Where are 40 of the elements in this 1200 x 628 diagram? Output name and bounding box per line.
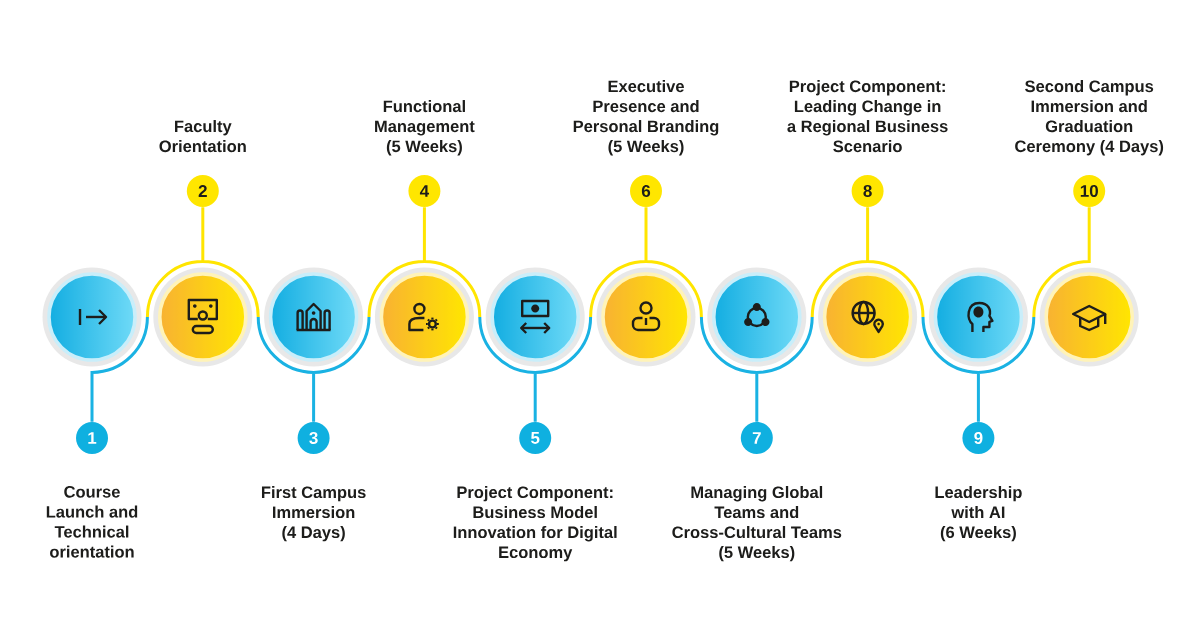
- icon-circle: [707, 267, 807, 367]
- step-description: Faculty Orientation: [159, 120, 246, 153]
- number-badge: 10: [1073, 175, 1106, 207]
- icon-circle: [596, 267, 696, 367]
- step-description: First Campus Immersion (4 Days): [262, 486, 366, 542]
- number-badge: 9: [962, 422, 995, 454]
- step-description: Second Campus Immersion and Graduation Ceremony (4 Days): [1015, 80, 1164, 156]
- number-badge: 5: [519, 422, 552, 454]
- number-badge: 3: [297, 422, 330, 454]
- number-badge: 7: [740, 422, 773, 454]
- icon-circle: [264, 267, 364, 367]
- icon-circle: [374, 267, 474, 367]
- step-description: Leadership with AI (6 Weeks): [935, 486, 1022, 542]
- number-badge: 8: [851, 175, 884, 207]
- connector-line: [1032, 207, 1091, 318]
- number-badge: 2: [186, 175, 219, 207]
- connector-line: [256, 315, 371, 424]
- connector-line: [921, 315, 1036, 424]
- icon-circle: [818, 267, 918, 367]
- number-badge: 4: [408, 175, 441, 207]
- step-description: Managing Global Teams and Cross-Cultural Teams (5 Weeks): [672, 486, 842, 562]
- icon-circle: [928, 267, 1028, 367]
- icon-circle: [153, 267, 253, 367]
- step-description: Functional Management (5 Weeks): [375, 100, 475, 156]
- connector-line: [589, 205, 703, 319]
- connector-line: [478, 315, 593, 424]
- number-badge: 6: [630, 175, 662, 207]
- connector-line: [810, 205, 925, 319]
- icon-circle: [42, 267, 142, 367]
- step-description: Executive Presence and Personal Branding (5 Weeks): [573, 80, 719, 156]
- step-description: Project Component: Business Model Innovation for Digital Economy: [453, 486, 617, 562]
- icon-circle: [1039, 267, 1139, 367]
- icon-circle: [485, 267, 585, 367]
- connector-line: [367, 205, 482, 319]
- connector-line: [699, 315, 814, 424]
- step-description: Course Launch and Technical orientation: [46, 486, 138, 558]
- connector-line: [90, 316, 149, 422]
- connector-line: [145, 205, 260, 319]
- step-description: Project Component: Leading Change in a Regional Business Scenario: [787, 80, 948, 153]
- number-badge: 1: [76, 422, 108, 454]
